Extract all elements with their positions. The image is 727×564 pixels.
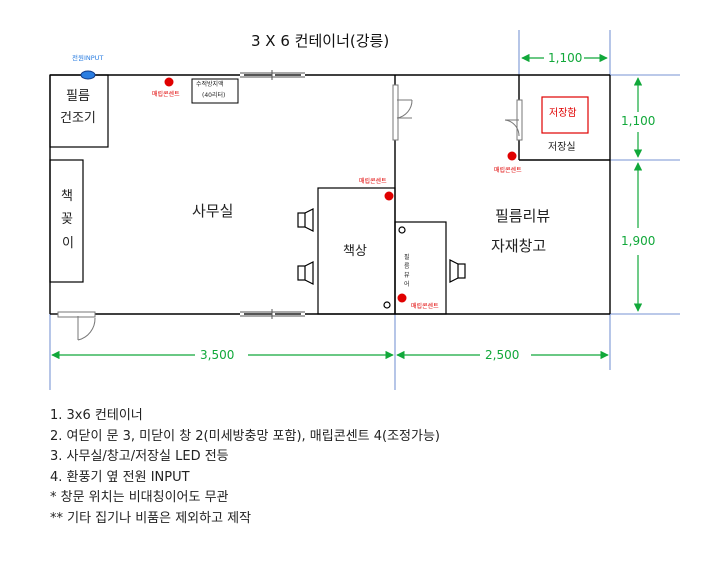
storage-label-1: 필름리뷰 (495, 207, 551, 225)
outlet-label: 매립콘센트 (411, 303, 439, 310)
bookshelf-label-2: 꽂 (61, 212, 73, 227)
note-item: 2. 여닫이 문 3, 미닫이 창 2(미세방충망 포함), 매립콘센트 4(조… (50, 428, 440, 444)
bookshelf-label-1: 책 (61, 189, 73, 204)
note-item: 4. 환풍기 옆 전원 INPUT (50, 469, 190, 485)
film-viewer-label-1: 필 (404, 254, 410, 261)
note-item: ** 기타 집기나 비품은 제외하고 제작 (50, 510, 252, 526)
dimension-top: 1,100 (548, 51, 583, 65)
outlet-label: 매립콘센트 (152, 91, 180, 98)
sliding-window-top (240, 70, 305, 80)
water-tank-label-2: (40리터) (202, 92, 226, 99)
water-tank-label-1: 수적방지액 (196, 81, 224, 88)
film-viewer-label-4: 어 (404, 281, 410, 288)
chair-icon (297, 261, 314, 285)
safe-box (541, 96, 589, 134)
note-item: 1. 3x6 컨테이너 (50, 408, 143, 423)
dimension-right-upper: 1,100 (621, 114, 656, 128)
door-bottom-left (57, 311, 96, 341)
film-dryer (49, 74, 109, 148)
notes-list: 1. 3x6 컨테이너 2. 여닫이 문 3, 미닫이 창 2(미세방충망 포함… (50, 406, 440, 530)
film-dryer-label-2: 건조기 (60, 111, 96, 126)
dimension-bottom-right: 2,500 (485, 348, 520, 362)
bookshelf (49, 159, 84, 283)
container-walls (49, 74, 611, 315)
note-item: 3. 사무실/창고/저장실 LED 전등 (50, 449, 229, 465)
sliding-window-bottom (240, 309, 305, 319)
chair-icon (297, 208, 314, 232)
guide-lines (49, 30, 680, 390)
film-viewer (383, 221, 447, 315)
outlet-icon (164, 77, 517, 303)
chair-icon (449, 259, 466, 283)
storage-label-2: 자재창고 (491, 237, 547, 255)
water-tank (191, 78, 239, 104)
office-label: 사무실 (192, 202, 234, 220)
film-viewer-label-2: 름 (404, 263, 410, 270)
outlet-label: 매립콘센트 (359, 178, 387, 185)
desk-label: 책상 (343, 244, 367, 259)
safe-room-label: 저장실 (548, 142, 576, 153)
note-item: * 창문 위치는 비대칭이어도 무관 (50, 490, 229, 506)
dimension-lines (51, 53, 643, 360)
outlet-label: 매립콘센트 (494, 167, 522, 174)
page-title: 3 X 6 컨테이너(강릉) (251, 32, 390, 50)
film-dryer-label-1: 필름 (66, 89, 90, 104)
power-input-label: 전원INPUT (72, 54, 104, 62)
safe-label: 저장함 (549, 108, 577, 119)
power-input-icon (80, 70, 96, 80)
dimension-bottom-left: 3,500 (200, 348, 235, 362)
bookshelf-label-3: 이 (62, 236, 74, 251)
door-safe-room (504, 99, 523, 141)
film-viewer-label-3: 뷰 (404, 272, 410, 279)
door-partition (392, 84, 413, 141)
dimension-right-lower: 1,900 (621, 234, 656, 248)
